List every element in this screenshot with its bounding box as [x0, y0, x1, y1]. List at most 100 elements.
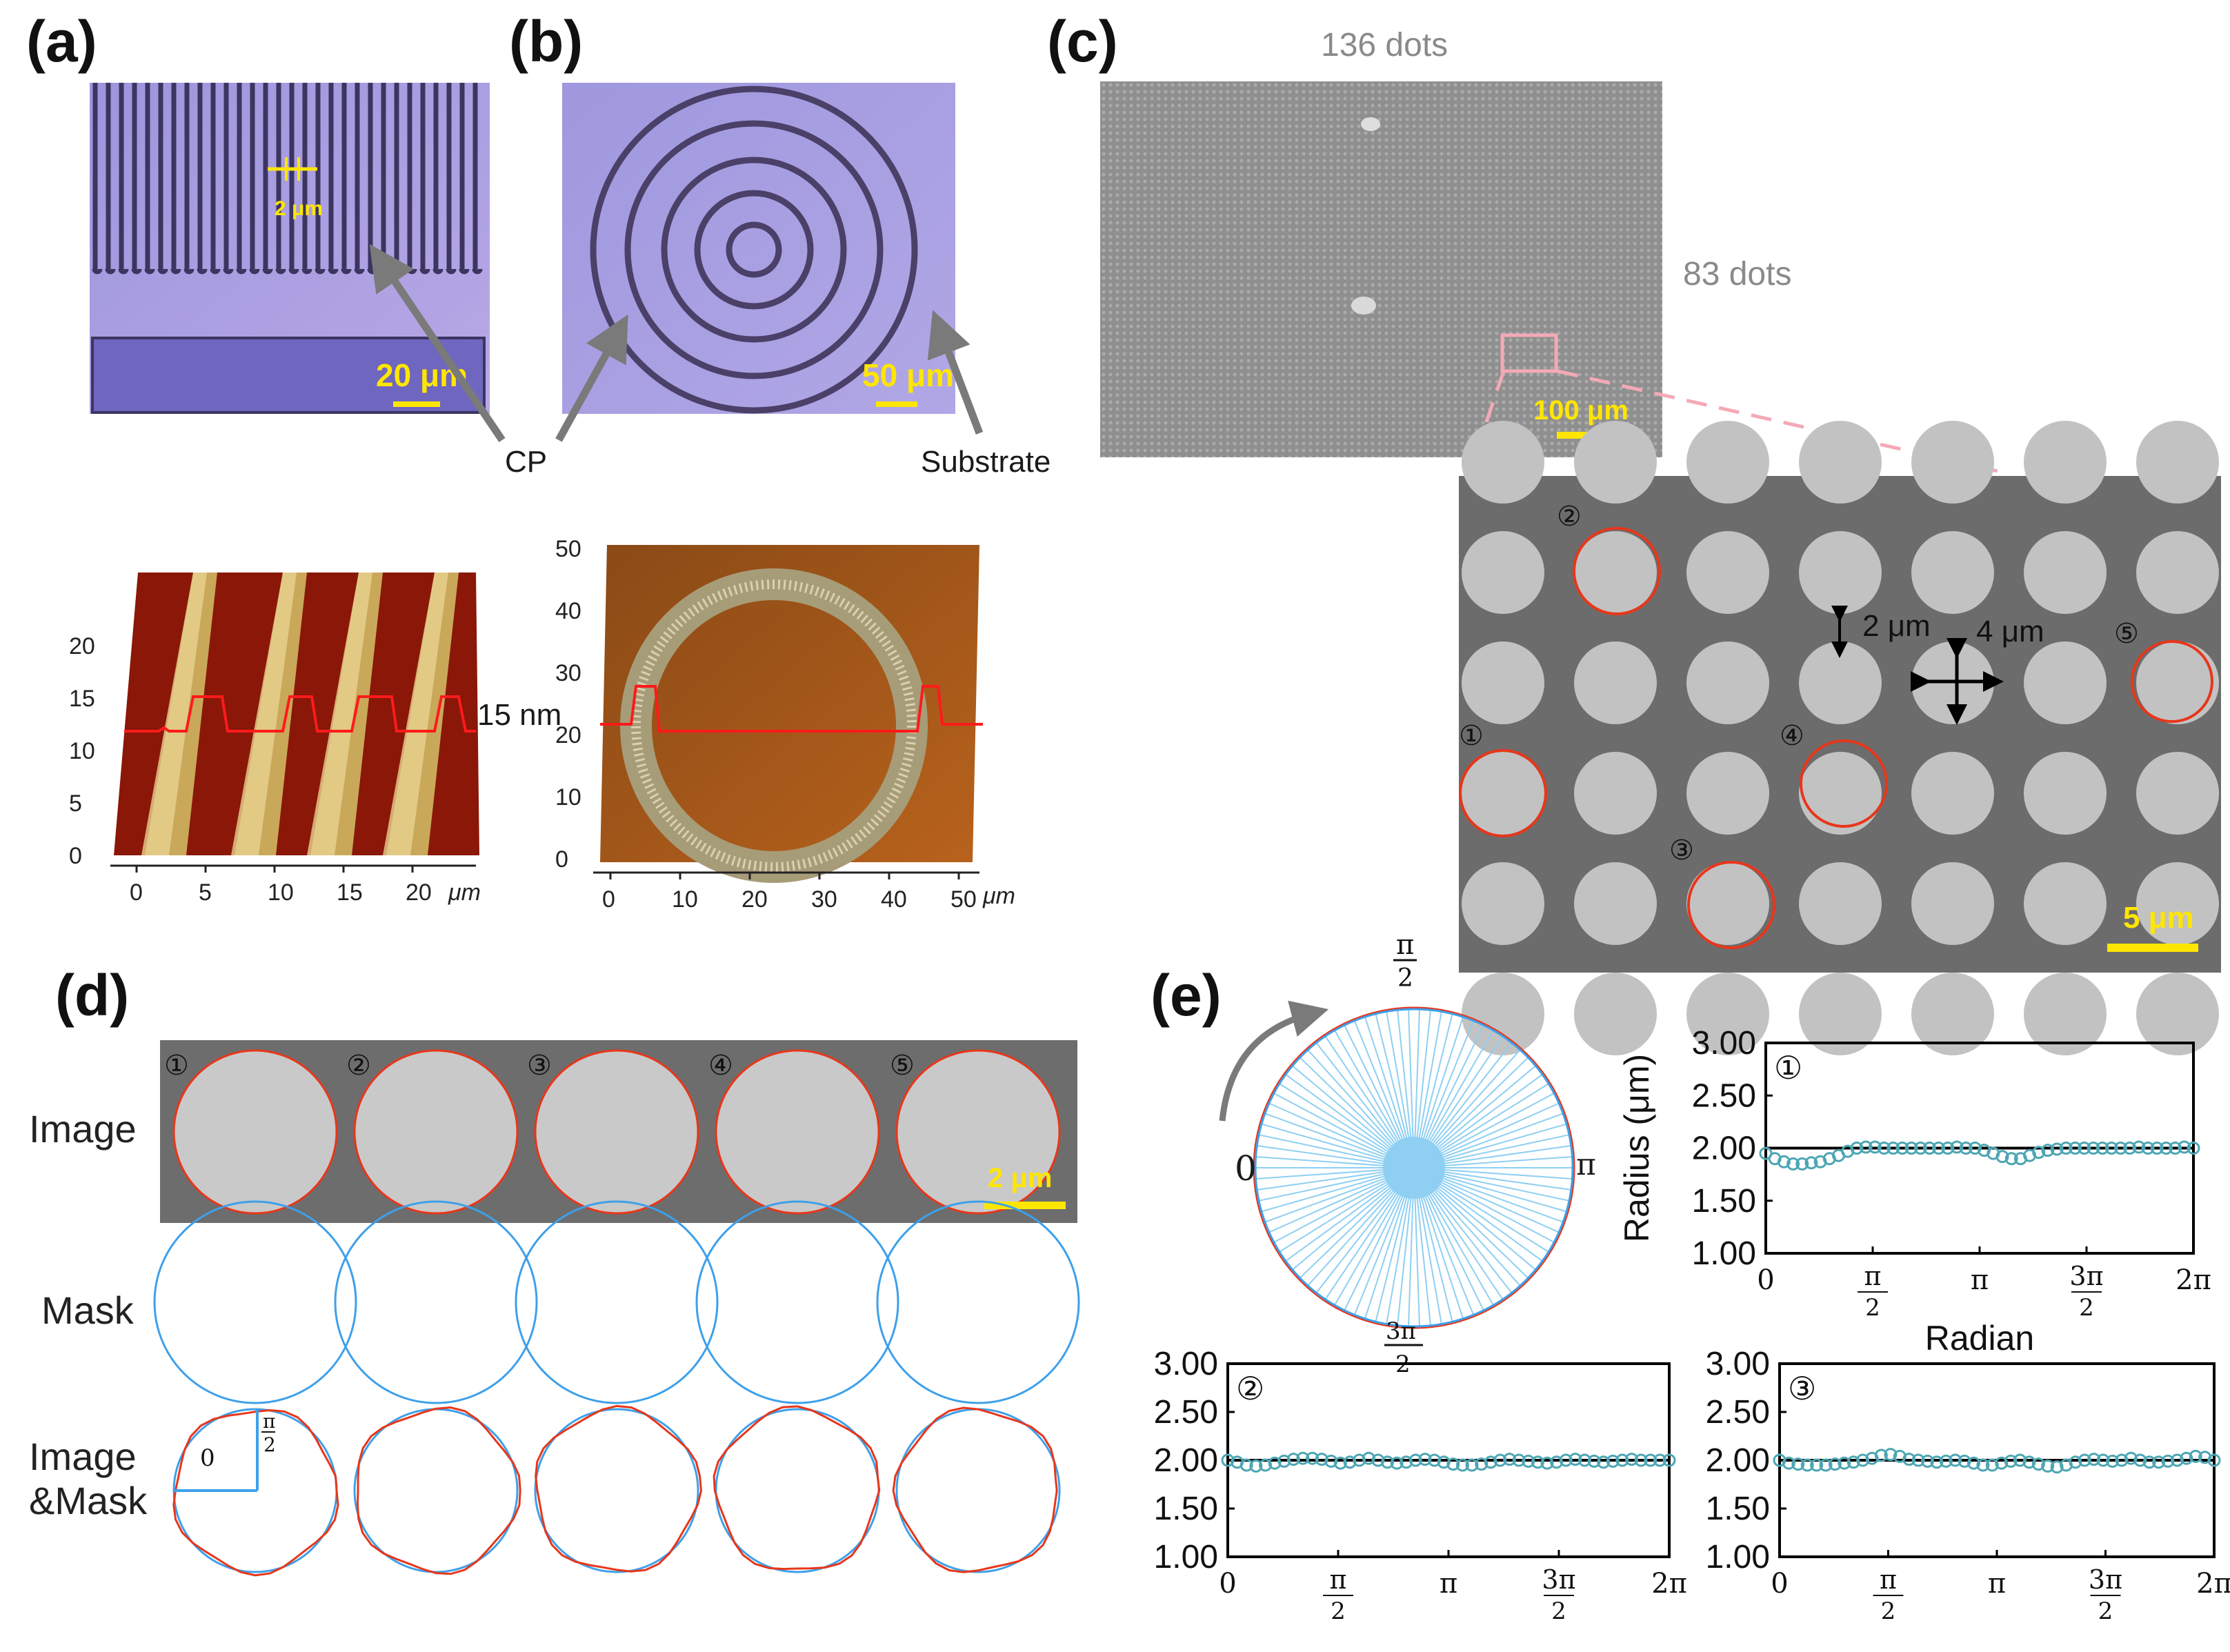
polar-rays: [1219, 1000, 1575, 1329]
svg-text:2: 2: [1331, 1598, 1346, 1625]
afm-b-ytick: 40: [555, 598, 581, 624]
svg-text:π: π: [1971, 1264, 1989, 1296]
data-point: [2069, 1455, 2082, 1469]
data-point: [1400, 1455, 1413, 1469]
sem-marker-1: ①: [1459, 721, 1484, 751]
panel-label-e: (e): [1151, 963, 1222, 1028]
x-tick-label: 0: [1757, 1264, 1774, 1296]
angle-zero-label: 0: [200, 1444, 215, 1472]
data-point: [1522, 1454, 1535, 1468]
cross-arrow: [1911, 638, 2004, 725]
data-point: [1786, 1157, 1800, 1171]
data-point: [2050, 1142, 2064, 1156]
y-tick-label: 3.00: [1692, 1025, 1756, 1062]
data-point: [1371, 1453, 1385, 1467]
data-point: [2170, 1453, 2184, 1467]
strip-marker-5: ⑤: [890, 1051, 915, 1081]
angle-axes: [175, 1409, 259, 1492]
svg-text:π: π: [1988, 1568, 2006, 1600]
data-point: [1559, 1453, 1573, 1467]
data-point: [1418, 1453, 1432, 1466]
data-point: [2106, 1454, 2120, 1468]
data-point: [1856, 1453, 1870, 1467]
y-tick-label: 2.50: [1154, 1394, 1218, 1431]
data-point: [1959, 1142, 1973, 1155]
afm-a-xtick: 10: [268, 879, 294, 906]
afm-b-ytick: 20: [555, 722, 581, 748]
gap-label: 2 μm: [1862, 609, 1931, 643]
data-point: [1597, 1455, 1611, 1469]
scale-bar-b: [876, 401, 917, 407]
data-point: [1838, 1456, 1851, 1470]
y-axis-label: Radius (μm): [1617, 1054, 1656, 1242]
data-point: [1503, 1453, 1516, 1466]
afm-b-xtick: 50: [950, 886, 977, 913]
overlay-image: [892, 1406, 1058, 1573]
data-point: [1804, 1156, 1818, 1170]
data-point: [1484, 1455, 1497, 1469]
afm-b-ytick: 50: [555, 536, 581, 562]
data-point: [2004, 1454, 2018, 1468]
data-point: [1782, 1456, 1795, 1470]
data-point: [1465, 1458, 1479, 1472]
svg-text:0: 0: [1757, 1264, 1774, 1296]
mask-circle: [876, 1200, 1080, 1404]
data-point: [1828, 1457, 1842, 1471]
cp-label: CP: [505, 445, 548, 479]
data-point: [2187, 1142, 2200, 1155]
svg-text:2: 2: [1881, 1598, 1896, 1625]
data-point: [1777, 1155, 1791, 1168]
svg-text:π: π: [1440, 1568, 1457, 1600]
panel-label-b: (b): [509, 9, 584, 74]
data-point: [1939, 1454, 1953, 1468]
scale-bar-b-label: 50 μm: [862, 357, 954, 393]
data-point: [1324, 1454, 1338, 1468]
sem-marker-2: ②: [1557, 501, 1582, 532]
svg-text:π: π: [1330, 1564, 1347, 1595]
scale-bar-d-label: 2 μm: [988, 1163, 1052, 1193]
data-point: [1540, 1456, 1554, 1470]
period-label: 2 μm: [275, 197, 323, 220]
afm-a-xtick: 20: [406, 879, 432, 906]
data-point: [2150, 1142, 2164, 1155]
data-point: [1895, 1142, 1909, 1155]
svg-text:3π: 3π: [1542, 1564, 1575, 1595]
x-tick-label: π2: [1858, 1261, 1888, 1322]
data-point: [2115, 1453, 2129, 1467]
data-point: [1615, 1453, 1629, 1467]
y-tick-label: 2.00: [1154, 1442, 1218, 1479]
data-point: [1949, 1453, 1962, 1467]
panel-label-a: (a): [26, 9, 97, 74]
data-point: [1995, 1150, 2009, 1164]
data-point: [1874, 1449, 1888, 1462]
substrate-label: Substrate: [921, 445, 1051, 479]
data-point: [2087, 1142, 2100, 1155]
afm-a-unit: μm: [448, 879, 481, 906]
data-point: [1846, 1455, 1860, 1469]
data-point: [1800, 1458, 1814, 1472]
data-point: [1249, 1459, 1263, 1473]
data-point: [1381, 1455, 1394, 1469]
overlay-mask: [534, 1408, 699, 1573]
data-point: [1791, 1457, 1805, 1471]
afm-b-ytick: 30: [555, 660, 581, 686]
afm-a-ytick: 20: [69, 633, 95, 659]
data-point: [2152, 1455, 2166, 1469]
panel-label-d: (d): [55, 963, 130, 1028]
data-point: [1268, 1456, 1282, 1470]
x-tick-label: π2: [1323, 1564, 1353, 1625]
dots-count-side: 83 dots: [1683, 256, 1792, 292]
svg-text:2: 2: [2079, 1294, 2094, 1322]
svg-text:π: π: [1396, 929, 1414, 961]
y-tick-label: 2.00: [1706, 1442, 1770, 1479]
dots-count-top: 136 dots: [1321, 27, 1448, 63]
data-point: [2178, 1140, 2191, 1154]
data-point: [1343, 1455, 1357, 1469]
data-point: [1930, 1455, 1944, 1469]
y-tick-label: 1.00: [1154, 1539, 1218, 1575]
svg-text:3π: 3π: [2089, 1564, 2122, 1595]
